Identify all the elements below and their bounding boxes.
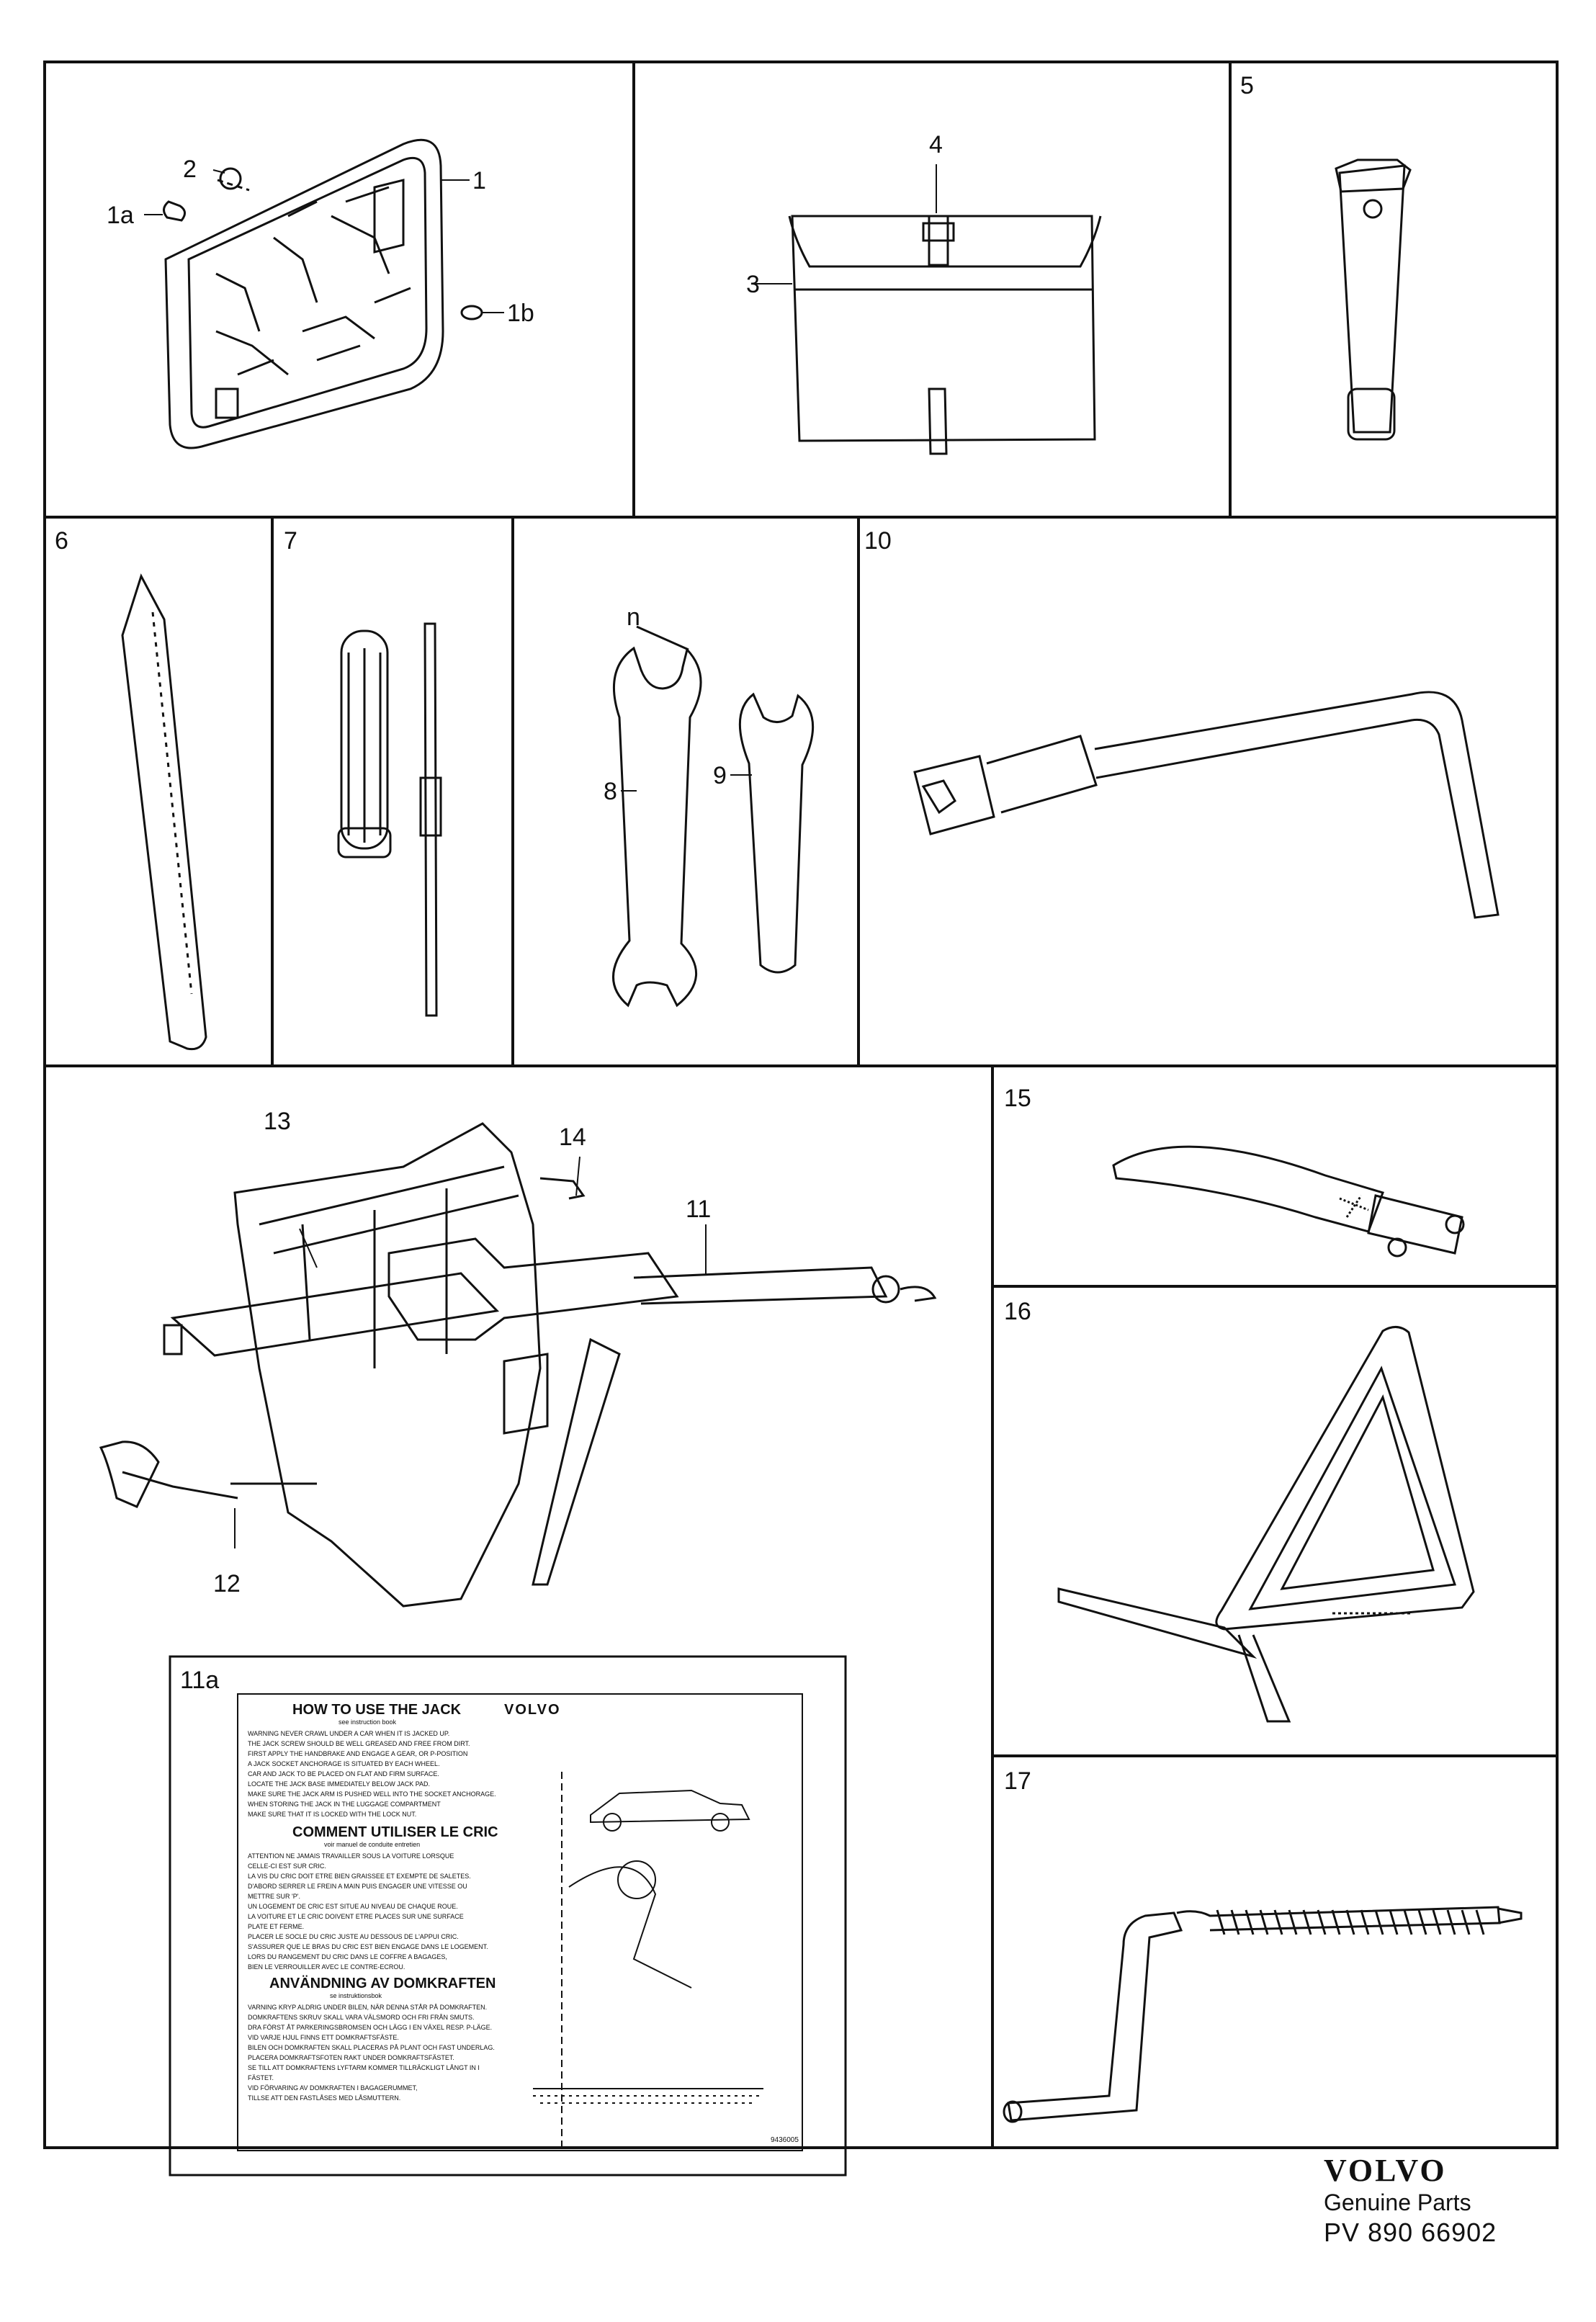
callout-17: 17 <box>1004 1767 1031 1795</box>
panel-grid <box>43 60 1559 2149</box>
label-line: BIEN LE VERROUILLER AVEC LE CONTRE-ECROU… <box>248 1963 405 1971</box>
leader-lines <box>144 164 937 1548</box>
label-line: A JACK SOCKET ANCHORAGE IS SITUATED BY E… <box>248 1760 440 1767</box>
label-lines-en: WARNING NEVER CRAWL UNDER A CAR WHEN IT … <box>248 1730 496 1818</box>
label-line: WARNING NEVER CRAWL UNDER A CAR WHEN IT … <box>248 1730 449 1737</box>
crank-handle <box>1003 1906 1523 2123</box>
callout-6: 6 <box>55 527 68 555</box>
label-line: PLACER LE SOCLE DU CRIC JUSTE AU DESSOUS… <box>248 1933 459 1940</box>
callout-1a: 1a <box>107 202 134 229</box>
label-line: UN LOGEMENT DE CRIC EST SITUE AU NIVEAU … <box>248 1903 458 1910</box>
strap <box>1112 1145 1465 1258</box>
label-line: TILLSE ATT DEN FASTLÅSES MED LÅSMUTTERN. <box>248 2094 400 2102</box>
label-line: VARNING KRYP ALDRIG UNDER BILEN, NÄR DEN… <box>248 2004 487 2011</box>
label-line: FIRST APPLY THE HANDBRAKE AND ENGAGE A G… <box>248 1750 467 1757</box>
label-line: PLACERA DOMKRAFTSFOTEN RAKT UNDER DOMKRA… <box>248 2054 454 2061</box>
wheel-brace <box>913 691 1499 919</box>
footer: VOLVO Genuine Parts PV 890 66902 <box>1324 2153 1540 2249</box>
label-subtitle-sv: se instruktionsbok <box>330 1992 382 1999</box>
callout-3: 3 <box>746 271 760 298</box>
callout-2: 2 <box>183 156 197 183</box>
callout-15: 15 <box>1004 1085 1031 1112</box>
label-title-en: HOW TO USE THE JACK <box>292 1702 462 1718</box>
callout-4: 4 <box>929 131 943 158</box>
callout-11a: 11a <box>180 1667 219 1694</box>
open-end-spanners <box>612 625 815 1008</box>
callout-7: 7 <box>284 527 297 555</box>
footer-genuine-parts: Genuine Parts <box>1324 2189 1471 2215</box>
label-lines-fr: ATTENTION NE JAMAIS TRAVAILLER SOUS LA V… <box>248 1852 488 1971</box>
label-line: THE JACK SCREW SHOULD BE WELL GREASED AN… <box>248 1740 470 1747</box>
label-line: SE TILL ATT DOMKRAFTENS LYFTARM KOMMER T… <box>248 2064 480 2071</box>
label-subtitle-en: see instruction book <box>339 1718 397 1726</box>
callout-11: 11 <box>686 1196 711 1223</box>
callout-12: 12 <box>213 1570 241 1597</box>
label-line: MAKE SURE THAT IT IS LOCKED WITH THE LOC… <box>248 1811 416 1818</box>
callout-5: 5 <box>1240 72 1254 99</box>
footer-brand: VOLVO <box>1324 2153 1447 2188</box>
label-line: D'ABORD SERRER LE FREIN A MAIN PUIS ENGA… <box>248 1883 467 1890</box>
footer-part-number: PV 890 66902 <box>1324 2218 1497 2247</box>
jack-instruction-label: HOW TO USE THE JACK see instruction book… <box>169 1655 847 2177</box>
label-line: LOCATE THE JACK BASE IMMEDIATELY BELOW J… <box>248 1780 430 1788</box>
label-line: LA VOITURE ET LE CRIC DOIVENT ETRE PLACE… <box>248 1913 464 1920</box>
warning-triangle <box>1057 1326 1475 1723</box>
label-line: BILEN OCH DOMKRAFTEN SKALL PLACERAS PÅ P… <box>248 2044 495 2051</box>
label-subtitle-fr: voir manuel de conduite entretien <box>324 1841 420 1848</box>
callout-13: 13 <box>264 1108 291 1135</box>
label-line: VID FÖRVARING AV DOMKRAFTEN I BAGAGERUMM… <box>248 2084 418 2092</box>
label-line: VID VARJE HJUL FINNS ETT DOMKRAFTSFÄSTE. <box>248 2034 399 2041</box>
label-car-illustration <box>533 1772 763 2146</box>
label-line: WHEN STORING THE JACK IN THE LUGGAGE COM… <box>248 1801 441 1808</box>
label-line: FÄSTET. <box>248 2074 274 2081</box>
callout-1: 1 <box>472 167 486 194</box>
callout-14: 14 <box>559 1124 586 1151</box>
tool-bag <box>788 215 1102 455</box>
callout-10: 10 <box>864 527 892 555</box>
tyre-lever <box>121 573 207 1051</box>
label-line: METTRE SUR 'P'. <box>248 1893 300 1900</box>
label-line: ATTENTION NE JAMAIS TRAVAILLER SOUS LA V… <box>248 1852 454 1860</box>
screwdriver <box>337 622 442 1017</box>
callouts: 1 1a 1b 2 3 4 5 6 7 8 9 n 10 13 14 11 12… <box>55 72 1254 1795</box>
label-line: MAKE SURE THE JACK ARM IS PUSHED WELL IN… <box>248 1790 496 1798</box>
label-line: LORS DU RANGEMENT DU CRIC DANS LE COFFRE… <box>248 1953 447 1960</box>
label-title-fr: COMMENT UTILISER LE CRIC <box>292 1824 498 1840</box>
label-title-sv: ANVÄNDNING AV DOMKRAFTEN <box>269 1975 496 1991</box>
callout-8: 8 <box>604 778 617 805</box>
callout-n: n <box>627 604 640 631</box>
label-line: S'ASSURER QUE LE BRAS DU CRIC EST BIEN E… <box>248 1943 488 1950</box>
callout-16: 16 <box>1004 1298 1031 1325</box>
label-brand: VOLVO <box>504 1702 561 1718</box>
label-line: LA VIS DU CRIC DOIT ETRE BIEN GRAISSEE E… <box>248 1873 471 1880</box>
label-lines-sv: VARNING KRYP ALDRIG UNDER BILEN, NÄR DEN… <box>248 2004 495 2102</box>
label-code: 9436005 <box>771 2136 799 2144</box>
label-line: CAR AND JACK TO BE PLACED ON FLAT AND FI… <box>248 1770 439 1778</box>
box-spanner <box>1335 158 1412 441</box>
label-line: DRA FÖRST ÅT PARKERINGSBROMSEN OCH LÄGG … <box>248 2024 492 2031</box>
callout-9: 9 <box>713 762 727 789</box>
jack-assembly <box>99 1122 937 1608</box>
callout-1b: 1b <box>507 300 534 327</box>
label-line: DOMKRAFTENS SKRUV SKALL VARA VÄLSMORD OC… <box>248 2014 475 2021</box>
label-line: PLATE ET FERME. <box>248 1923 304 1930</box>
tool-tray <box>163 138 483 449</box>
label-line: CELLE-CI EST SUR CRIC. <box>248 1862 326 1870</box>
